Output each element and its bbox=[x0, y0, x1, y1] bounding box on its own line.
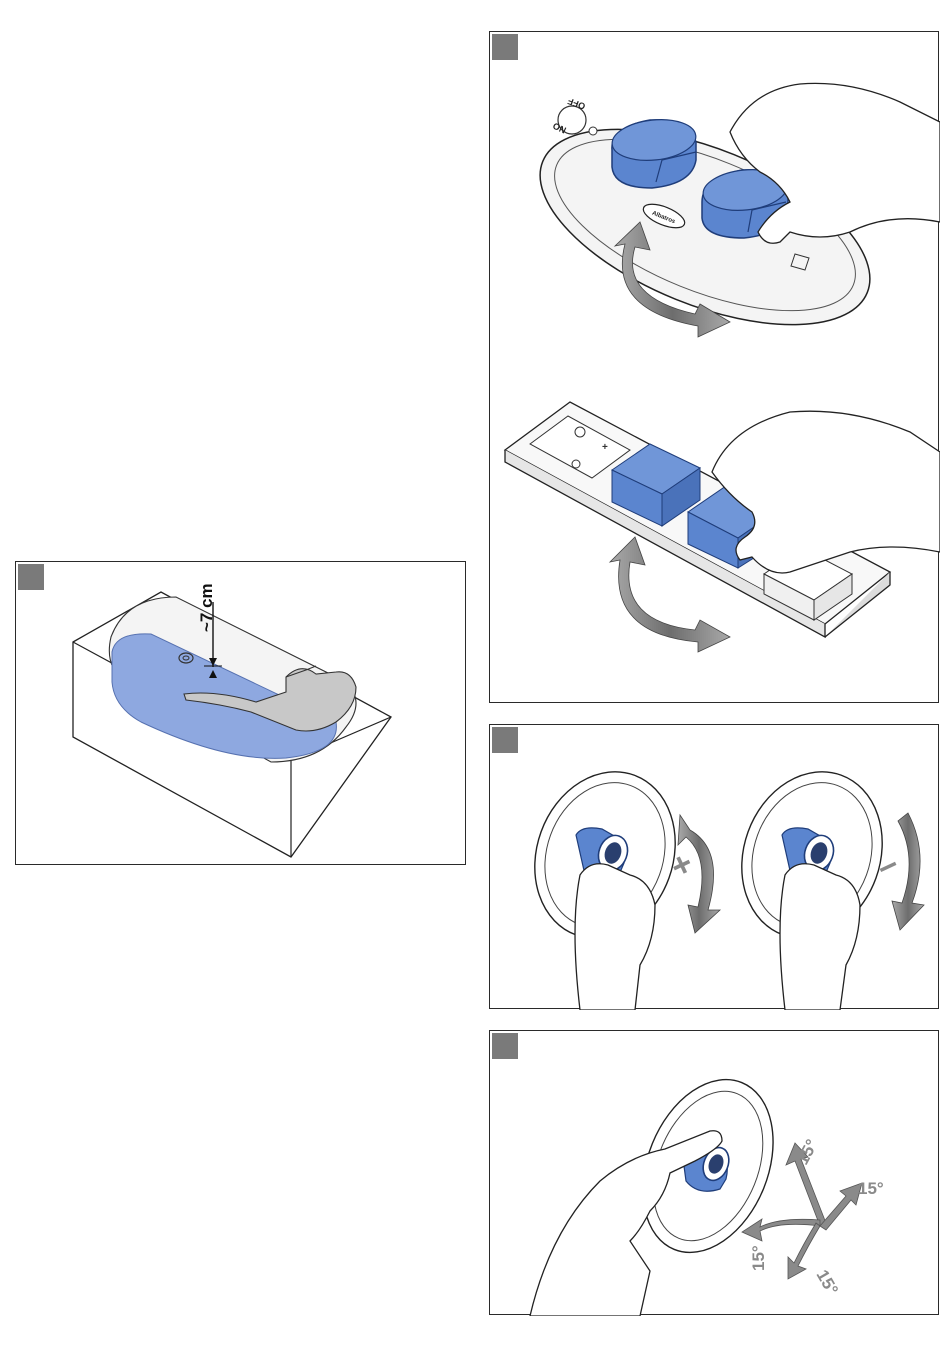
dial-right bbox=[719, 752, 905, 1010]
figure-bathtub: ~7 cm bbox=[15, 561, 466, 865]
bathtub-drawing: ~7 cm bbox=[16, 562, 467, 866]
figure-nozzle-tilt: 15° 15° 15° 15° bbox=[489, 1030, 939, 1315]
rectangular-control-panel: + bbox=[490, 402, 940, 652]
blue-knob-left bbox=[610, 116, 698, 188]
dial-left bbox=[512, 752, 698, 1010]
angle-right-label: 15° bbox=[858, 1179, 884, 1198]
hand-right bbox=[780, 864, 860, 1010]
figure-dial-adjust: + – bbox=[489, 724, 939, 1009]
keypad-plus-icon: + bbox=[602, 442, 608, 453]
depth-label: ~7 cm bbox=[197, 583, 216, 632]
tilt-right-arrow bbox=[820, 1183, 862, 1230]
figure-control-panels: ON OFF Albatros bbox=[489, 31, 939, 703]
oval-control-panel: ON OFF Albatros bbox=[514, 83, 940, 364]
nozzle-tilt-drawing: 15° 15° 15° 15° bbox=[490, 1031, 940, 1316]
angle-down-label: 15° bbox=[813, 1267, 842, 1299]
control-panels-drawing: ON OFF Albatros bbox=[490, 32, 940, 704]
tilt-down-arrow bbox=[788, 1223, 820, 1279]
hand-illustration-2 bbox=[712, 411, 940, 573]
dial-adjust-drawing: + – bbox=[490, 725, 940, 1010]
increase-symbol: + bbox=[665, 844, 699, 887]
hand-left bbox=[575, 864, 655, 1010]
angle-left-label: 15° bbox=[749, 1245, 768, 1271]
